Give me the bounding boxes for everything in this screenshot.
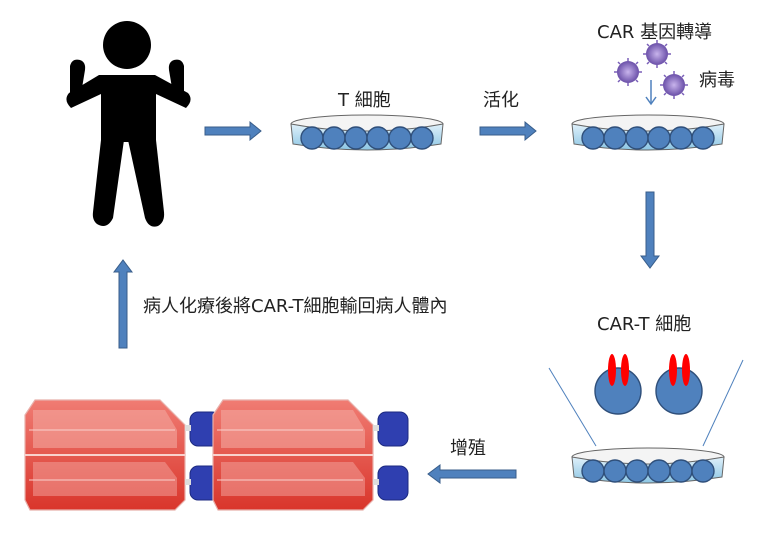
car-t-cell-icon [655,354,703,415]
magnify-line-left [548,367,597,447]
activated-dish [571,114,725,151]
arrow-down-icon [640,191,660,269]
activation-label: 活化 [483,90,519,111]
t-cell-dish [290,114,444,151]
culture-flask-icon [213,400,408,510]
arrow-down-thin-icon [645,80,657,106]
virus-label: 病毒 [699,70,735,91]
virus-icon [659,70,689,100]
car-t-cell-label: CAR-T 細胞 [597,314,692,335]
arrow-left-icon [427,464,517,484]
car-t-dish [571,447,725,484]
magnify-line-right [702,359,744,447]
arrow-right-icon [204,120,262,142]
arrow-up-icon [113,259,133,349]
t-cell-label: T 細胞 [338,90,391,111]
virus-icon [642,39,672,69]
car-t-cell-icon [594,354,642,415]
virus-icon [613,57,643,87]
patient-figure-icon [66,21,191,227]
reinfusion-label: 病人化療後將CAR-T細胞輸回病人體內 [143,296,448,317]
culture-flask-icon [25,400,220,510]
arrow-right-icon [479,120,537,142]
expansion-label: 增殖 [450,438,486,459]
car-transduction-label: CAR 基因轉導 [597,22,713,43]
